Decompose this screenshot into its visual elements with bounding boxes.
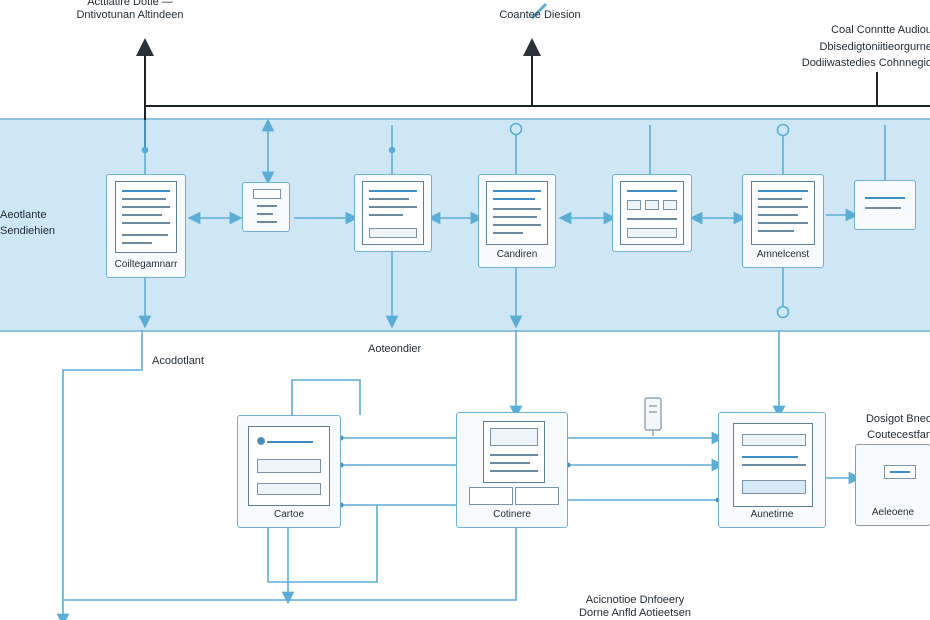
- band-card-3[interactable]: [354, 174, 432, 252]
- mid-left-label: Acodotlant: [152, 355, 204, 367]
- lower-card-right-caption: Aunetirne: [750, 509, 794, 520]
- document-icon: [248, 426, 330, 506]
- band-card-6[interactable]: Amnelcenst: [742, 174, 824, 268]
- document-icon: [483, 421, 545, 483]
- band-card-4[interactable]: Candiren: [478, 174, 556, 268]
- top-left-label-line1: Acttiatire Dotie —: [87, 0, 173, 8]
- device-icon: [644, 397, 662, 436]
- band-label-line2: Sendiehien: [0, 225, 56, 237]
- document-icon: [733, 423, 813, 507]
- band-card-4-caption: Candiren: [496, 249, 538, 260]
- band-card-5[interactable]: [612, 174, 692, 252]
- lower-card-far-right-caption: Aeleoene: [871, 507, 915, 518]
- top-center-label: Coantee Diesion: [499, 9, 581, 21]
- document-icon: [362, 181, 424, 245]
- right-heading-line1: Dosigot Bneo: [865, 413, 930, 425]
- bottom-label-line1: Acicnotioe Dnfoeery: [585, 594, 685, 606]
- lower-card-right[interactable]: Aunetirne: [718, 412, 826, 528]
- document-icon: [486, 181, 548, 245]
- lower-card-left-caption: Cartoe: [273, 509, 304, 520]
- top-right-label-line1: Coal Conntte Audiou: [831, 24, 930, 36]
- top-left-label-line2: Dntivotunan Altindeen: [76, 9, 184, 21]
- document-icon: [115, 181, 177, 253]
- band-card-6-caption: Amnelcenst: [756, 249, 810, 260]
- band-card-2[interactable]: [242, 182, 290, 232]
- band-card-1-caption: Coiltegamnarr: [114, 259, 178, 270]
- document-icon: [751, 181, 815, 245]
- band-card-1[interactable]: Coiltegamnarr: [106, 174, 186, 278]
- band-label-line1: Aeotlante: [0, 209, 47, 221]
- lower-card-left[interactable]: Cartoe: [237, 415, 341, 528]
- lower-card-far-right[interactable]: Aeleoene: [855, 444, 930, 526]
- band-card-7[interactable]: [854, 180, 916, 230]
- lower-card-middle-caption: Cotinere: [493, 509, 531, 520]
- top-right-label-line2: Dbisedigtoniitieorgurne: [819, 41, 930, 53]
- top-right-label-line3: Dodiiwastedies Cohnnegio: [801, 57, 930, 69]
- bottom-label-line2: Dorne Anfld Aotieetsen: [579, 607, 691, 619]
- mid-center-label: Aoteondier: [368, 343, 422, 355]
- lower-card-middle[interactable]: Cotinere: [456, 412, 568, 528]
- right-heading-line2: Coutecestfan: [867, 429, 930, 441]
- document-icon: [620, 181, 684, 245]
